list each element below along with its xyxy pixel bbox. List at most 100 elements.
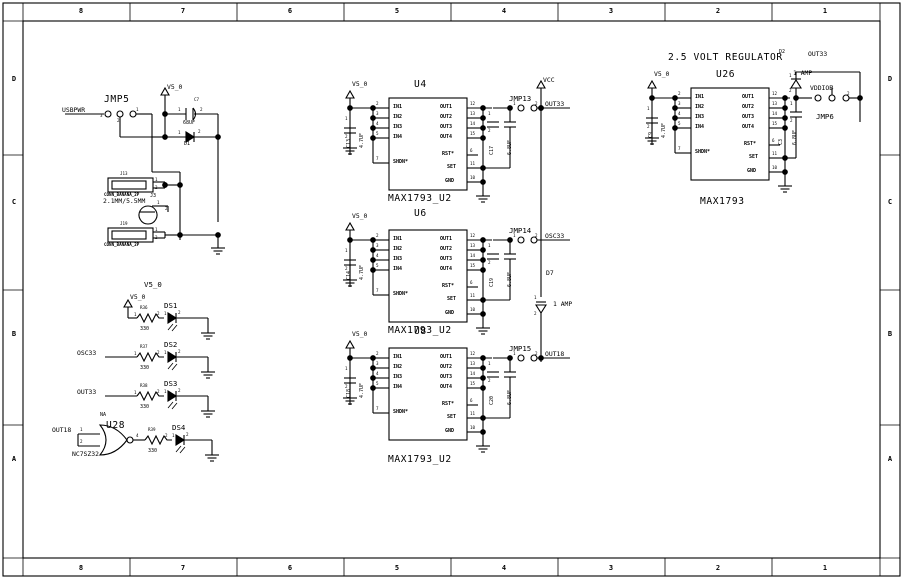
ref-c20: C20 [489,395,495,405]
u8-pin-7: 7 [376,406,379,411]
u26-name-out2: OUT2 [742,104,755,110]
u8-name-shdn: SHDN* [393,409,409,415]
value-c9: 4.7UF [661,122,667,138]
u4-pin-7: 7 [376,156,379,161]
led-row4-res-ref: R39 [148,427,156,432]
led-row2-pin2: 2 [178,349,181,354]
zone-col-bottom-7: 7 [180,564,186,572]
u8-pin-6: 6 [470,398,473,403]
pin-c18-2: 2 [345,384,348,389]
zone-col-bottom-5: 5 [394,564,400,572]
u8-name-out1: OUT1 [440,354,453,360]
u4-name-out3: OUT3 [440,124,453,130]
led-row2-res-pin1: 1 [134,351,137,356]
u4-pin-13: 13 [470,111,476,116]
pin-j3-2: 2 [165,206,168,211]
u6-pin-13: 13 [470,243,476,248]
ref-jmp5: JMP5 [104,94,130,105]
led-row4-res-value: 330 [148,448,158,454]
ref-c19: C19 [489,277,495,287]
u6-name-gnd: GND [445,310,455,316]
pin-d7-2: 2 [534,311,537,316]
u8-name-out3: OUT3 [440,374,453,380]
pin-jmp14-1: 1 [513,233,516,238]
led-row1-pin2: 2 [178,310,181,315]
ref-u28: U28 [106,420,126,431]
ref-u8: U8 [414,326,427,337]
u4-name-shdn: SHDN* [393,159,409,165]
gate-input-net: OUT18 [52,426,72,434]
u4-name-out1: OUT1 [440,104,453,110]
u4-name-out4: OUT4 [440,134,453,140]
value-c14: 4.7UF [359,264,365,280]
led-row1-source: V5_0 [130,293,146,301]
led-row3-res-value: 330 [140,404,150,410]
led-row1-res-ref: R36 [140,305,148,310]
ref-j19: J19 [120,221,128,226]
zone-row-right-b: B [887,330,893,338]
part-u8: MAX1793_U2 [388,454,452,465]
u8-name-rst: RST* [442,401,455,407]
pin-d2-2: 2 [789,88,792,93]
pin-jmp14-2: 2 [535,233,538,238]
zone-col-bottom-2: 2 [715,564,721,572]
u4-pin-15: 15 [470,131,476,136]
pin-c14-2: 2 [345,266,348,271]
zone-col-bottom-8: 8 [78,564,84,572]
u4-name-out2: OUT2 [440,114,453,120]
led-row4-res-pin2: 2 [165,433,168,438]
pin-c19-2: 2 [488,260,491,265]
value-c7: 68UF [183,120,196,126]
led-row3-res-pin1: 1 [134,390,137,395]
u26-name-gnd: GND [747,168,757,174]
u26-name-rst: RST* [744,141,757,147]
net-label-vddiob: VDDIOB [810,84,834,92]
u26-pin-10: 10 [772,165,778,170]
u8-pin-12: 12 [470,351,476,356]
part-u6: MAX1793_U2 [388,325,452,336]
u26-name-out3: OUT3 [742,114,755,120]
led-row3-pin1: 1 [164,389,167,394]
u4-pin-12: 12 [470,101,476,106]
led-row3-source: OUT33 [77,388,97,396]
u4-rail-label: V5_0 [352,80,368,88]
ref-u4: U4 [414,79,427,90]
ref-c18: C18 [346,388,352,398]
u4-pin-10: 10 [470,175,476,180]
pin-j19-2: 2 [155,235,158,240]
net-label-out18-bus: OUT18 [545,350,565,358]
u8-rail-label: V5_0 [352,330,368,338]
led-row2-pin1: 1 [164,350,167,355]
led-row4-pin1: 1 [172,433,175,438]
pin-j19-1: 1 [155,227,158,232]
u6-name-out2: OUT2 [440,246,453,252]
u8-name-out4: OUT4 [440,384,453,390]
u4-pin-3: 3 [376,111,379,116]
zone-col-top-7: 7 [180,7,186,15]
u6-name-rst: RST* [442,283,455,289]
ref-jmp6: JMP6 [816,112,834,121]
u6-pin-3: 3 [376,243,379,248]
led-row1-pin1: 1 [164,311,167,316]
u6-pin-11: 11 [470,293,476,298]
pin-jmp13-2: 2 [535,101,538,106]
pin-jmp6-2: 2 [847,91,850,96]
u26-pin-12: 12 [772,91,778,96]
pin-j13-2: 2 [155,185,158,190]
ref-c14: C14 [346,270,352,280]
pin-jmp15-2: 2 [535,351,538,356]
u4-pin-5: 5 [376,131,379,136]
zone-row-right-d: D [887,75,893,83]
zone-row-left-c: C [11,198,17,206]
u6-pin-15: 15 [470,263,476,268]
pin-d1-1: 1 [178,130,181,135]
pin-j13-1: 1 [155,177,158,182]
u8-pin-11: 11 [470,411,476,416]
pin-d1-2: 2 [198,129,201,134]
u8-pin-13: 13 [470,361,476,366]
net-label-out33-bus: OUT33 [545,100,565,108]
zone-col-top-3: 3 [608,7,614,15]
led-row3-res-ref: R38 [140,383,148,388]
u6-pin-10: 10 [470,307,476,312]
